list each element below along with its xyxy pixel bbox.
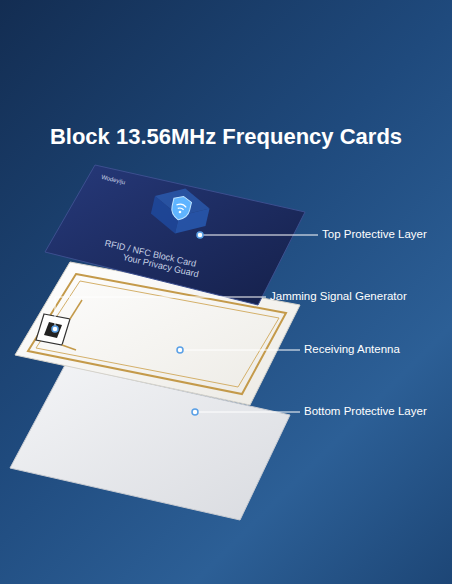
part-label: Top Protective Layer (322, 228, 427, 240)
title: Block 13.56MHz Frequency Cards (0, 124, 452, 150)
part-label: Jamming Signal Generator (270, 290, 407, 302)
part-label: Receiving Antenna (304, 343, 400, 355)
part-label: Bottom Protective Layer (304, 405, 427, 417)
